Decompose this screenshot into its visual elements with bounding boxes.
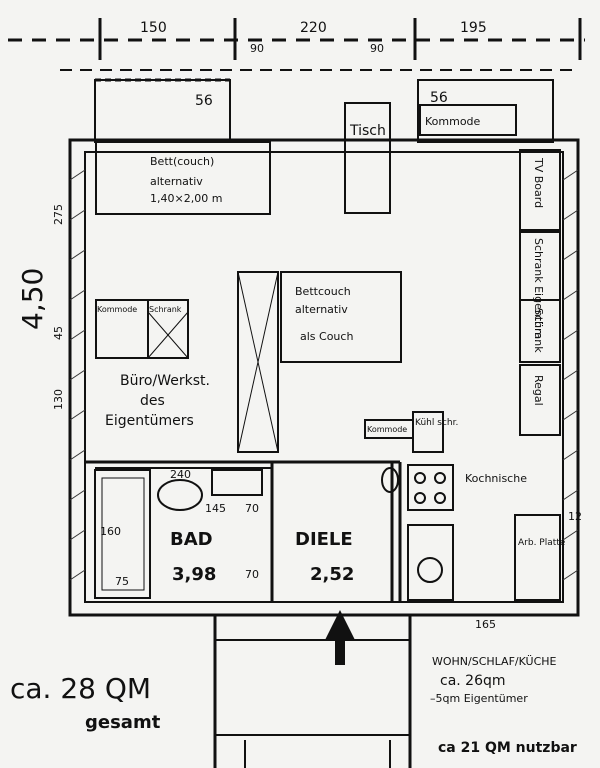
arbeitsplatte (514, 514, 561, 601)
dim-56-right: 56 (430, 90, 448, 106)
regal (519, 364, 561, 436)
label-diele: DIELE (295, 529, 353, 550)
dim-130: 130 (52, 389, 65, 410)
washbasin (157, 479, 203, 511)
bathtub (94, 469, 151, 599)
shelf-column (237, 271, 279, 453)
stove (407, 464, 454, 511)
dim-145: 145 (205, 502, 226, 515)
dim-90-right: 90 (370, 42, 384, 55)
top-dimension-line (8, 18, 585, 71)
label-bad-area: 3,98 (172, 564, 216, 585)
bed-couch-middle (280, 271, 402, 363)
tv-board (519, 149, 561, 231)
sink (407, 524, 454, 601)
label-buero-line3: Eigentümers (105, 413, 194, 429)
label-bad: BAD (170, 529, 213, 550)
label-tisch: Tisch (349, 123, 386, 139)
kommode-top (419, 104, 517, 136)
label-kuehlschrank: Kühl schr. (415, 418, 458, 428)
label-bett2-line2: alternativ (295, 303, 348, 316)
furniture (94, 102, 561, 768)
dim-165: 165 (475, 618, 496, 631)
dim-195: 195 (460, 20, 487, 36)
label-kochnische: Kochnische (465, 472, 527, 485)
label-buero-line1: Büro/Werkst. (120, 373, 210, 389)
dim-total-height: 4,50 (16, 268, 49, 330)
label-kommode-mid: Kommode (367, 425, 407, 434)
label-bett1-line1: Bett(couch) (150, 155, 214, 168)
label-kommode-top: Kommode (425, 115, 481, 128)
schrank-left (147, 299, 189, 359)
dim-150: 150 (140, 20, 167, 36)
label-wohn-line2: ca. 26qm (440, 673, 506, 689)
dim-275: 275 (52, 204, 65, 225)
dim-75: 75 (115, 575, 129, 588)
label-bett2-line1: Bettcouch (295, 285, 351, 298)
label-bett1-line3: 1,40×2,00 m (150, 192, 222, 205)
table (344, 102, 391, 214)
label-bett1-line2: alternativ (150, 175, 203, 188)
walls (68, 78, 580, 768)
label-schrank-eigentum: Schrank Eigentüm. (532, 238, 545, 342)
label-buero-line2: des (140, 393, 165, 409)
dim-70b: 70 (245, 568, 259, 581)
label-schrank-left: Schrank (149, 305, 182, 314)
label-kommode-left: Kommode (97, 305, 137, 314)
toilet (211, 469, 263, 496)
dim-220: 220 (300, 20, 327, 36)
label-regal: Regal (532, 375, 545, 406)
label-bett2-line3: als Couch (300, 330, 353, 343)
label-wohn-line1: WOHN/SCHLAF/KÜCHE (432, 655, 557, 668)
label-tv-board: TV Board (532, 157, 545, 208)
fridge (412, 411, 444, 453)
dim-56-left: 56 (195, 93, 213, 109)
dim-12: 12 (568, 510, 582, 523)
dim-160: 160 (100, 525, 121, 538)
dim-240: 240 (170, 468, 191, 481)
label-diele-area: 2,52 (310, 564, 354, 585)
label-arbeitsplatte: Arb. Platte (518, 538, 566, 548)
label-schrank: Schrank (532, 308, 545, 353)
dim-45: 45 (52, 326, 65, 340)
label-total-line2: gesamt (85, 712, 161, 733)
label-nutzbar: ca 21 QM nutzbar (438, 740, 577, 756)
schrank-right (519, 299, 561, 363)
left-wall-hatch (69, 169, 579, 581)
dim-70: 70 (245, 502, 259, 515)
entrance-arrow (325, 610, 355, 665)
dim-90-left: 90 (250, 42, 264, 55)
bed-alternative-top (95, 141, 271, 215)
label-total-line1: ca. 28 QM (10, 672, 151, 705)
label-wohn-line3: –5qm Eigentümer (430, 692, 528, 705)
